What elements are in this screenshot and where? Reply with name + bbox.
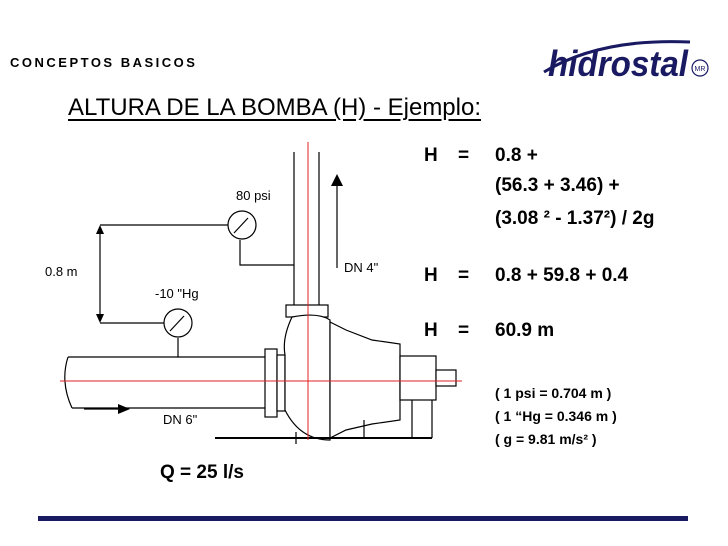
bearing-housing	[399, 355, 437, 401]
eq1-rhs: 0.8 +	[495, 145, 538, 166]
trademark-mark: MR	[695, 66, 706, 73]
suction-flange-outer	[264, 348, 278, 418]
eq4-rhs: 0.8 + 59.8 + 0.4	[495, 265, 629, 286]
eq2-term: (56.3 + 3.46) +	[495, 175, 620, 196]
footer-rule	[38, 516, 688, 521]
height-arrow-bottom	[96, 314, 104, 323]
height-difference-label: 0.8 m	[45, 264, 78, 279]
eq5-lhs: H	[424, 320, 438, 341]
eq4-equals: =	[458, 265, 470, 286]
suction-pipe-end	[64, 356, 73, 409]
flow-rate-label: Q = 25 l/s	[160, 462, 244, 483]
section-header: CONCEPTOS BASICOS	[10, 55, 198, 70]
discharge-pipe-label: DN 4"	[344, 260, 379, 275]
discharge-gauge-line	[239, 240, 294, 266]
discharge-flow-arrowhead	[331, 174, 343, 186]
conversion-gravity: ( g = 9.81 m/s² )	[495, 431, 597, 447]
conversion-psi: ( 1 psi = 0.704 m )	[495, 385, 612, 401]
pump-volute	[283, 314, 331, 441]
suction-flow-arrowhead	[118, 404, 130, 414]
eq5-equals: =	[458, 320, 470, 341]
logo-wordmark: hidrostal	[548, 43, 689, 84]
eq4-lhs: H	[424, 265, 438, 286]
height-arrow-top	[96, 225, 104, 234]
suction-pressure-label: -10 "Hg	[155, 286, 199, 301]
conversion-hg: ( 1 “Hg = 0.346 m )	[495, 408, 617, 424]
page-title: ALTURA DE LA BOMBA (H) - Ejemplo:	[68, 94, 482, 121]
eq1-lhs: H	[424, 145, 438, 166]
trademark-badge	[691, 59, 709, 77]
discharge-pressure-label: 80 psi	[236, 188, 271, 203]
eq1-equals: =	[458, 145, 470, 166]
hidrostal-logo: hidrostal MR	[543, 40, 709, 84]
suction-pipe-label: DN 6"	[163, 412, 198, 427]
discharge-gauge-needle	[233, 217, 249, 234]
eq3-term: (3.08 ² - 1.37²) / 2g	[495, 208, 655, 229]
suction-flange-inner	[276, 354, 286, 412]
logo-swoosh	[543, 40, 691, 74]
pump-shaft	[435, 369, 457, 387]
eq5-rhs: 60.9 m	[495, 320, 555, 341]
suction-gauge-needle	[169, 315, 185, 332]
pump-cover	[329, 321, 401, 439]
